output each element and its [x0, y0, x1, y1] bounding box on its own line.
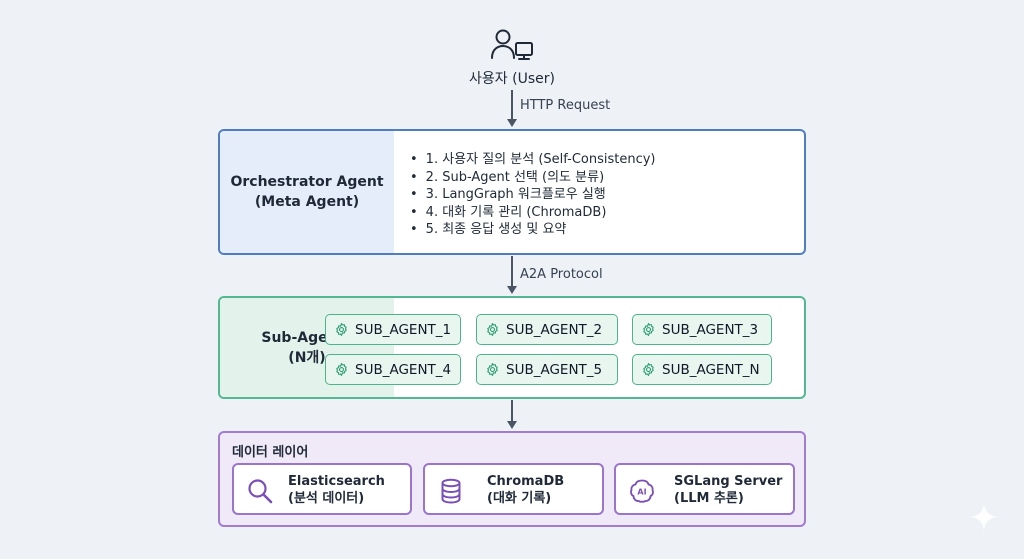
- sub-agent-chip-n[interactable]: SUB_AGENT_N: [632, 354, 772, 385]
- http-request-label: HTTP Request: [520, 98, 611, 113]
- gear-icon: [336, 363, 347, 376]
- sub-agent-label: SUB_AGENT_N: [662, 361, 760, 378]
- sglang-server-card[interactable]: AI SGLang Server (LLM 추론): [614, 463, 795, 515]
- svg-text:AI: AI: [637, 488, 646, 497]
- sub-agent-label: SUB_AGENT_4: [355, 361, 452, 378]
- gear-icon: [336, 323, 347, 336]
- gear-icon: [643, 363, 654, 376]
- arrowhead-user-to-orchestrator: [507, 119, 517, 127]
- sparkle-icon: [970, 503, 998, 531]
- elasticsearch-desc: (분석 데이터): [288, 491, 365, 506]
- orchestrator-subtitle: (Meta Agent): [254, 194, 360, 210]
- a2a-protocol-label: A2A Protocol: [520, 267, 603, 282]
- gear-icon: [487, 363, 498, 376]
- sub-agent-chip-5[interactable]: SUB_AGENT_5: [476, 354, 618, 385]
- sub-agents-box: Sub-Agents (N개) SUB_AGENT_1 SUB_AGENT_2 …: [218, 296, 806, 399]
- sub-agent-chip-4[interactable]: SUB_AGENT_4: [325, 354, 461, 385]
- sub-agent-chip-1[interactable]: SUB_AGENT_1: [325, 314, 461, 345]
- user-computer-icon: [491, 29, 533, 60]
- chromadb-desc: (대화 기록): [487, 491, 552, 506]
- database-icon: [441, 478, 461, 504]
- orchestrator-agent-box: Orchestrator Agent (Meta Agent) 1. 사용자 질…: [218, 129, 806, 255]
- sub-agent-label: SUB_AGENT_2: [506, 321, 603, 338]
- sub-agent-label: SUB_AGENT_1: [355, 321, 452, 338]
- sub-agent-chip-2[interactable]: SUB_AGENT_2: [476, 314, 618, 345]
- arrow-subagents-to-data-layer: [511, 400, 513, 422]
- sub-agent-label: SUB_AGENT_5: [506, 361, 603, 378]
- orchestrator-title: Orchestrator Agent: [230, 174, 384, 190]
- orchestrator-step: 5. 최종 응답 생성 및 요약: [410, 221, 656, 239]
- sglang-server-desc: (LLM 추론): [674, 491, 744, 506]
- chromadb-name: ChromaDB: [487, 474, 565, 489]
- arrowhead-subagents-to-data-layer: [507, 421, 517, 429]
- orchestrator-step: 3. LangGraph 워크플로우 실행: [410, 186, 656, 204]
- orchestrator-step: 4. 대화 기록 관리 (ChromaDB): [410, 204, 656, 222]
- search-icon: [248, 479, 273, 504]
- orchestrator-title-panel: Orchestrator Agent (Meta Agent): [220, 131, 394, 253]
- orchestrator-step: 1. 사용자 질의 분석 (Self-Consistency): [410, 151, 656, 169]
- sglang-server-name: SGLang Server: [674, 474, 783, 489]
- chromadb-card[interactable]: ChromaDB (대화 기록): [423, 463, 604, 515]
- arrow-orchestrator-to-subagents: [511, 256, 513, 287]
- orchestrator-step: 2. Sub-Agent 선택 (의도 분류): [410, 169, 656, 187]
- data-layer-title: 데이터 레이어: [232, 445, 309, 460]
- arrowhead-orchestrator-to-subagents: [507, 286, 517, 294]
- gear-icon: [487, 323, 498, 336]
- ai-brain-icon: AI: [630, 479, 654, 503]
- arrow-user-to-orchestrator: [511, 90, 513, 120]
- user-label: 사용자 (User): [469, 71, 555, 87]
- gear-icon: [643, 323, 654, 336]
- elasticsearch-card[interactable]: Elasticsearch (분석 데이터): [232, 463, 412, 515]
- sub-agents-count: (N개): [288, 349, 326, 366]
- sub-agent-label: SUB_AGENT_3: [662, 321, 759, 338]
- elasticsearch-name: Elasticsearch: [288, 474, 385, 489]
- orchestrator-steps-list: 1. 사용자 질의 분석 (Self-Consistency) 2. Sub-A…: [410, 151, 656, 239]
- data-layer-box: 데이터 레이어 Elasticsearch (분석 데이터) ChromaDB …: [218, 431, 806, 527]
- sub-agent-chip-3[interactable]: SUB_AGENT_3: [632, 314, 772, 345]
